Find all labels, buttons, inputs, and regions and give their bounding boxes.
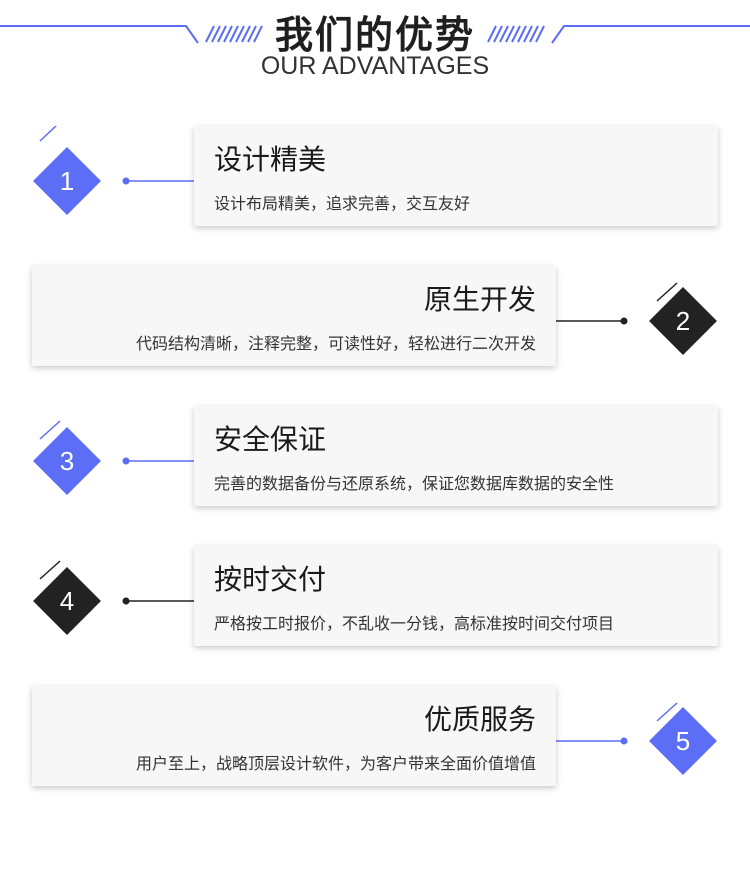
- header-right-line: [551, 25, 750, 44]
- connector-dot: [620, 317, 628, 325]
- card-description: 用户至上，战略顶层设计软件，为客户带来全面价值增值: [135, 754, 536, 773]
- card-description: 完善的数据备份与还原系统，保证您数据库数据的安全性: [214, 474, 615, 493]
- badge-number: 5: [675, 726, 691, 756]
- badge-number: 2: [675, 306, 691, 336]
- card-title: 优质服务: [423, 703, 536, 736]
- advantage-card: 原生开发 代码结构清晰，注释完整，可读性好，轻松进行二次开发: [32, 266, 556, 366]
- page-title: 我们的优势: [274, 13, 475, 57]
- card-description: 严格按工时报价，不乱收一分钱，高标准按时间交付项目: [214, 614, 615, 633]
- card-description: 代码结构清晰，注释完整，可读性好，轻松进行二次开发: [135, 334, 536, 353]
- advantage-item: 3 安全保证 完善的数据备份与还原系统，保证您数据库数据的安全性: [0, 406, 750, 516]
- connector-dot: [122, 597, 130, 605]
- advantage-card: 安全保证 完善的数据备份与还原系统，保证您数据库数据的安全性: [194, 406, 718, 506]
- header-right-stripes: [487, 25, 545, 43]
- card-title: 设计精美: [214, 143, 327, 176]
- badge-number: 3: [59, 446, 75, 476]
- advantage-card: 优质服务 用户至上，战略顶层设计软件，为客户带来全面价值增值: [32, 686, 556, 786]
- section-header: 我们的优势 OUR ADVANTAGES: [0, 0, 750, 90]
- badge-accent-line: [39, 420, 61, 440]
- header-left-stripes: [205, 25, 263, 43]
- advantage-card: 按时交付 严格按工时报价，不乱收一分钱，高标准按时间交付项目: [194, 546, 718, 646]
- connector-dot: [122, 177, 130, 185]
- advantage-item: 4 按时交付 严格按工时报价，不乱收一分钱，高标准按时间交付项目: [0, 546, 750, 656]
- connector-dot: [122, 457, 130, 465]
- header-left-line: [0, 25, 199, 44]
- badge-number: 1: [59, 166, 75, 196]
- connector-dot: [620, 737, 628, 745]
- card-title: 原生开发: [423, 283, 536, 316]
- advantage-item: 2 原生开发 代码结构清晰，注释完整，可读性好，轻松进行二次开发: [0, 266, 750, 376]
- card-title: 安全保证: [214, 423, 327, 456]
- badge-accent-line: [39, 560, 61, 580]
- header-decoration: [0, 25, 750, 44]
- advantage-card: 设计精美 设计布局精美，追求完善，交互友好: [194, 126, 718, 226]
- card-description: 设计布局精美，追求完善，交互友好: [214, 194, 471, 213]
- card-title: 按时交付: [214, 563, 327, 596]
- advantage-item: 5 优质服务 用户至上，战略顶层设计软件，为客户带来全面价值增值: [0, 686, 750, 796]
- badge-number: 4: [59, 586, 75, 616]
- advantage-item: 1 设计精美 设计布局精美，追求完善，交互友好: [0, 126, 750, 236]
- page-subtitle: OUR ADVANTAGES: [260, 52, 490, 80]
- badge-accent-line: [39, 126, 57, 142]
